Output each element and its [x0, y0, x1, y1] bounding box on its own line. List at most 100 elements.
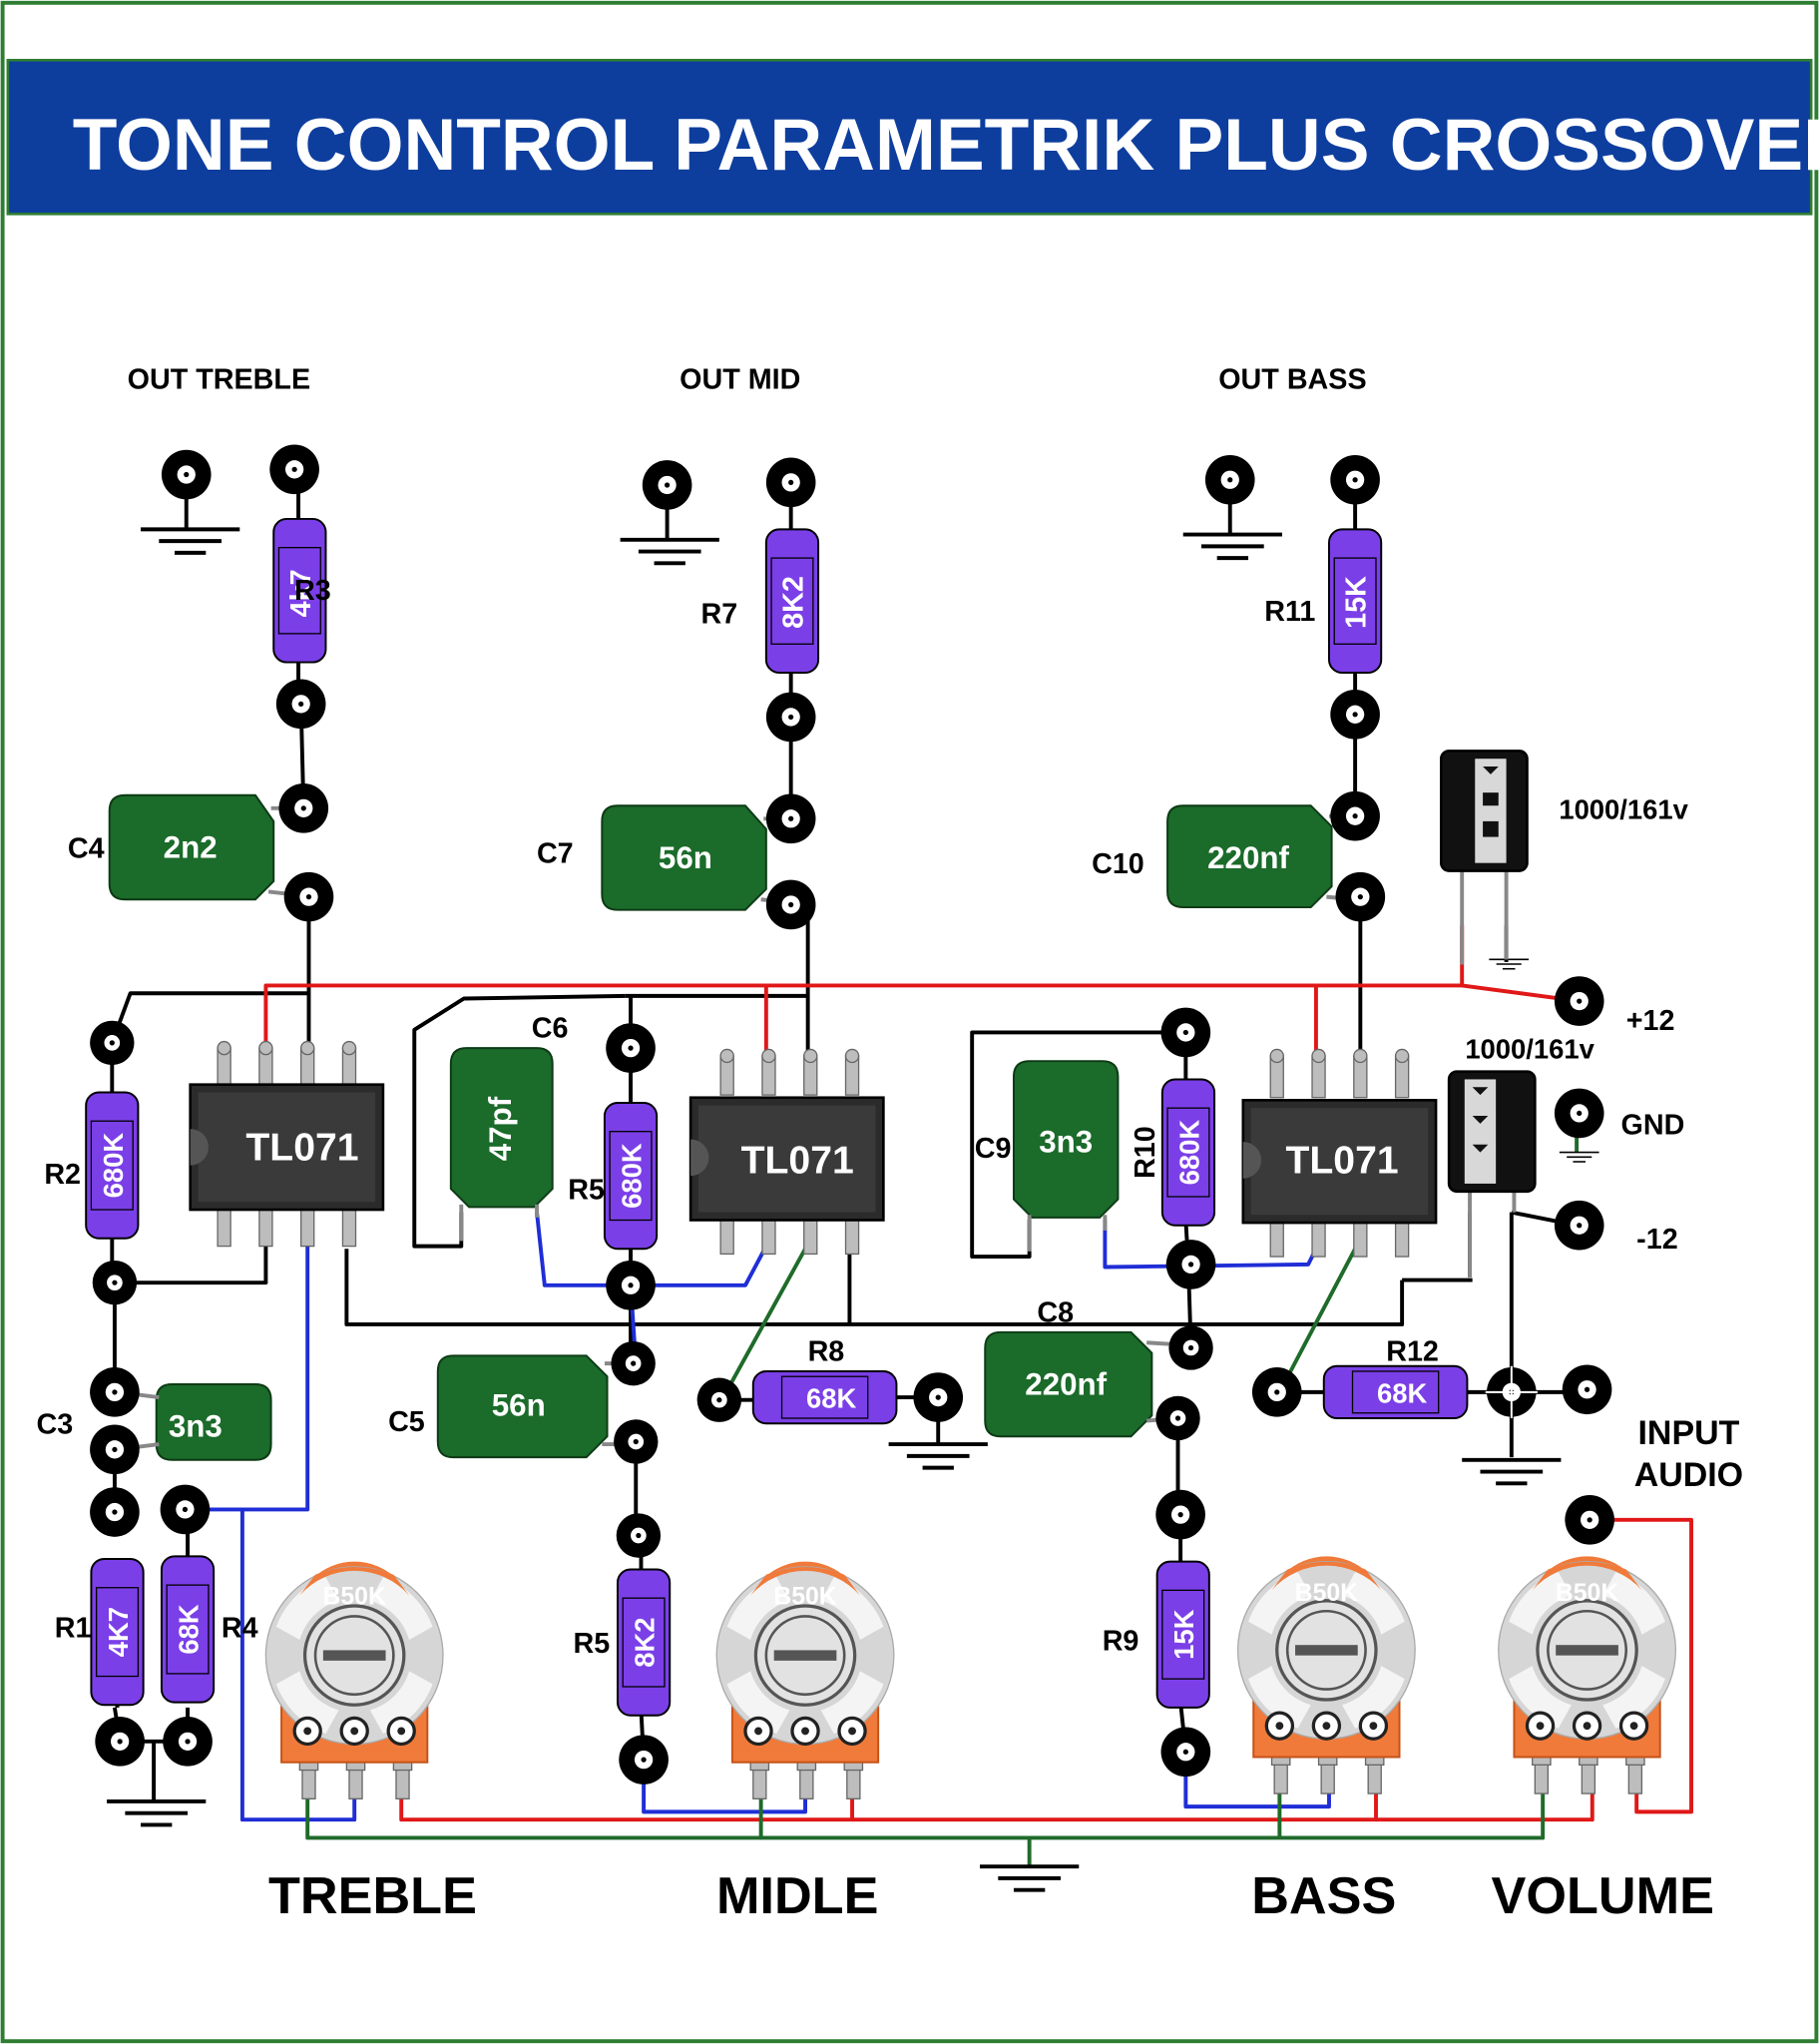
input-audio-label-line1: INPUT — [1638, 1414, 1740, 1452]
ic-label: TL071 — [741, 1139, 854, 1182]
capacitor-c8: 220nf C8 — [984, 1296, 1189, 1438]
pad — [1562, 1364, 1612, 1415]
resistor-ref: R7 — [700, 598, 737, 630]
resistor-r2: 680K R2 — [44, 1091, 140, 1240]
capacitor-ref: C6 — [532, 1013, 569, 1045]
capacitor-ref: C10 — [1092, 848, 1144, 880]
pad — [278, 783, 329, 833]
ground-symbol — [618, 537, 721, 566]
ground-symbol — [886, 1442, 990, 1470]
ground-symbol — [1488, 958, 1530, 970]
ic-u2: TL071 — [688, 1048, 885, 1256]
resistor-value: 68K — [1377, 1377, 1427, 1408]
resistor-r12: 68K R12 — [1322, 1336, 1469, 1419]
ground-symbol — [978, 1864, 1082, 1892]
resistor-r11: 15K R11 — [1264, 528, 1383, 675]
pad — [1160, 1727, 1211, 1778]
pad — [269, 444, 319, 495]
pad — [765, 457, 816, 508]
resistor-r10: 680K R10 — [1130, 1078, 1216, 1227]
capacitor-value: 3n3 — [1039, 1125, 1093, 1160]
capacitor-c5: 56n C5 — [388, 1354, 634, 1459]
ground-symbol — [1180, 532, 1284, 561]
resistor-ref: R1 — [55, 1612, 92, 1644]
pad — [1251, 1367, 1302, 1417]
capacitor-c6: 47pf C6 — [449, 1013, 569, 1242]
resistor-r5-680k: 680K R5 — [568, 1101, 659, 1251]
resistor-r8: 68K R8 — [751, 1336, 898, 1425]
pot-volume-value: B50K — [1556, 1580, 1618, 1607]
resistor-r5-8k2: 8K2 R5 — [574, 1568, 672, 1717]
input-audio-label-line2: AUDIO — [1634, 1456, 1743, 1494]
pad — [1330, 454, 1380, 505]
resistor-value: 15K — [1341, 576, 1373, 629]
pad-gnd — [1554, 1088, 1604, 1139]
ic-label: TL071 — [245, 1126, 358, 1169]
pad — [696, 1377, 742, 1422]
resistor-value: 8K2 — [630, 1617, 661, 1667]
ic-u1: TL071 — [189, 1040, 385, 1248]
resistor-value: 4K7 — [103, 1607, 134, 1657]
elco-value: 1000/161v — [1559, 793, 1688, 824]
resistor-ref: R10 — [1130, 1126, 1161, 1179]
resistor-value: 15K — [1168, 1609, 1199, 1659]
pad — [90, 1487, 140, 1537]
label-midle: MIDLE — [716, 1867, 878, 1925]
pad — [1155, 1395, 1200, 1441]
plus-12-label: +12 — [1626, 1005, 1675, 1037]
resistor-ref: R2 — [44, 1159, 81, 1191]
capacitor-ref: C4 — [68, 832, 105, 864]
pad-minus-12 — [1554, 1200, 1604, 1251]
capacitor-value: 220nf — [1207, 840, 1289, 875]
resistor-r1: 4K7 R1 — [55, 1558, 145, 1707]
pad — [765, 879, 816, 930]
pad — [160, 1484, 211, 1535]
pad — [95, 1717, 145, 1767]
elco-bottom: 1000/161v — [1447, 1034, 1595, 1278]
capacitor-value: 56n — [659, 840, 712, 875]
resistor-ref: R5 — [574, 1628, 611, 1660]
ground-symbol — [105, 1798, 209, 1827]
pad — [275, 679, 326, 730]
capacitor-value: 2n2 — [164, 829, 218, 864]
pad — [614, 1419, 659, 1464]
pad — [765, 692, 816, 743]
pad-input-audio — [1565, 1495, 1614, 1545]
capacitor-c3: 3n3 C3 — [36, 1383, 272, 1461]
pad — [1204, 454, 1255, 505]
ground-symbol — [139, 527, 242, 555]
resistor-value: 680K — [1173, 1120, 1204, 1186]
pad — [619, 1735, 669, 1785]
pad — [283, 871, 334, 922]
capacitor-ref: C7 — [537, 838, 574, 870]
elco-value: 1000/161v — [1465, 1034, 1594, 1065]
resistor-ref: R11 — [1264, 596, 1315, 628]
pad — [765, 793, 816, 844]
capacitor-ref: C5 — [388, 1406, 425, 1438]
out-mid-label: OUT MID — [680, 363, 800, 395]
pad — [1168, 1325, 1213, 1370]
pad — [611, 1340, 656, 1386]
ground-symbol — [1460, 1457, 1564, 1486]
pot-treble-value: B50K — [322, 1584, 385, 1611]
pad — [92, 1260, 138, 1305]
label-volume: VOLUME — [1492, 1867, 1714, 1925]
capacitor-ref: C3 — [36, 1409, 73, 1441]
pad — [90, 1020, 135, 1066]
label-treble: TREBLE — [268, 1867, 477, 1925]
capacitor-c7: 56n C7 — [537, 804, 787, 911]
pot-mid-value: B50K — [773, 1584, 836, 1611]
pad — [616, 1513, 662, 1558]
pad — [606, 1260, 656, 1310]
ic-u3: TL071 — [1241, 1048, 1438, 1258]
title-bar — [6, 58, 1813, 216]
resistor-ref: R5 — [568, 1175, 605, 1207]
resistor-ref: R8 — [808, 1336, 845, 1368]
minus-12-label: -12 — [1636, 1224, 1678, 1256]
resistor-r7: 8K2 R7 — [700, 528, 820, 675]
pad — [1165, 1240, 1216, 1289]
pad — [163, 1717, 213, 1767]
resistor-value: 68K — [173, 1604, 204, 1654]
